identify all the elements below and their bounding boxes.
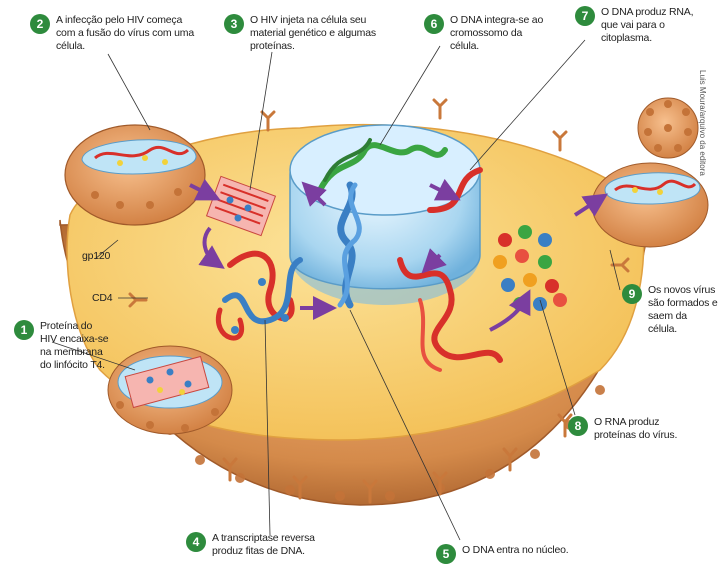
hiv-virus-docking	[108, 346, 232, 434]
step-1: 1 Proteína do HIV encaixa-se na membrana…	[14, 320, 110, 372]
step-8: 8 O RNA produz proteínas do vírus.	[568, 416, 686, 442]
step-9-badge: 9	[622, 284, 642, 304]
step-2-text: A infecção pelo HIV começa com a fusão d…	[56, 14, 200, 53]
step-6: 6 O DNA integra-se ao cromossomo da célu…	[424, 14, 550, 53]
image-credit: Luis Moura/arquivo da editora	[698, 70, 707, 176]
step-3: 3 O HIV injeta na célula seu material ge…	[224, 14, 382, 53]
step-1-text: Proteína do HIV encaixa-se na membrana d…	[40, 320, 110, 372]
step-6-badge: 6	[424, 14, 444, 34]
step-5-badge: 5	[436, 544, 456, 564]
step-8-text: O RNA produz proteínas do vírus.	[594, 416, 686, 442]
step-7-text: O DNA produz RNA, que vai para o citopla…	[601, 6, 695, 45]
label-cd4: CD4	[92, 292, 112, 304]
step-3-badge: 3	[224, 14, 244, 34]
step-4: 4 A transcriptase reversa produz fitas d…	[186, 532, 326, 558]
nucleus	[290, 125, 480, 305]
step-1-badge: 1	[14, 320, 34, 340]
step-9-text: Os novos vírus são formados e saem da cé…	[648, 284, 718, 336]
free-virus	[638, 98, 698, 158]
step-5-text: O DNA entra no núcleo.	[462, 544, 569, 557]
hiv-virus-fusing	[65, 125, 205, 225]
step-2: 2 A infecção pelo HIV começa com a fusão…	[30, 14, 200, 53]
step-3-text: O HIV injeta na célula seu material gené…	[250, 14, 382, 53]
step-5: 5 O DNA entra no núcleo.	[436, 544, 586, 564]
step-6-text: O DNA integra-se ao cromossomo da célula…	[450, 14, 550, 53]
step-7: 7 O DNA produz RNA, que vai para o citop…	[575, 6, 695, 45]
step-4-badge: 4	[186, 532, 206, 552]
step-2-badge: 2	[30, 14, 50, 34]
step-9: 9 Os novos vírus são formados e saem da …	[622, 284, 718, 336]
step-7-badge: 7	[575, 6, 595, 26]
step-4-text: A transcriptase reversa produz fitas de …	[212, 532, 326, 558]
label-gp120: gp120	[82, 250, 110, 262]
step-8-badge: 8	[568, 416, 588, 436]
new-virus-budding	[592, 163, 708, 247]
